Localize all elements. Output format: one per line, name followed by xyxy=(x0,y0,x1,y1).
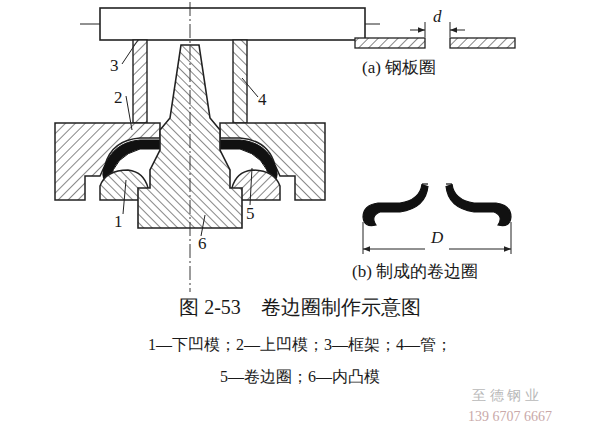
frame-axis xyxy=(80,24,100,25)
legend-text: 1—下凹模；2—上凹模；3—框架；4—管； xyxy=(0,336,600,354)
callout-number: 2 xyxy=(114,88,123,108)
pipe xyxy=(133,40,147,123)
die-half xyxy=(220,40,325,200)
callout-number: 5 xyxy=(246,204,255,224)
sub-caption: (b) 制成的卷边圈 xyxy=(352,262,478,282)
callout-number: 1 xyxy=(114,212,123,232)
figure-caption: 图 2-53 卷边圈制作示意图 xyxy=(0,296,600,319)
leader-lines xyxy=(122,40,258,236)
dimension-label: D xyxy=(431,228,443,248)
frame-axis xyxy=(365,24,380,25)
watermark: 至 德 钢 业 xyxy=(472,388,539,404)
frame-bar xyxy=(100,8,365,40)
sub-caption: (a) 钢板圈 xyxy=(362,58,436,78)
legend-text: 5—卷边圈；6—内凸模 xyxy=(0,368,600,386)
callout-number: 6 xyxy=(198,234,207,254)
finished-curled-ring xyxy=(363,184,511,254)
callout-number: 3 xyxy=(110,56,119,76)
dimension-label: d xyxy=(433,7,442,27)
die-half xyxy=(55,40,160,200)
callout-number: 4 xyxy=(258,90,267,110)
center-line xyxy=(190,2,191,292)
watermark: 139 6707 6667 xyxy=(468,409,552,425)
